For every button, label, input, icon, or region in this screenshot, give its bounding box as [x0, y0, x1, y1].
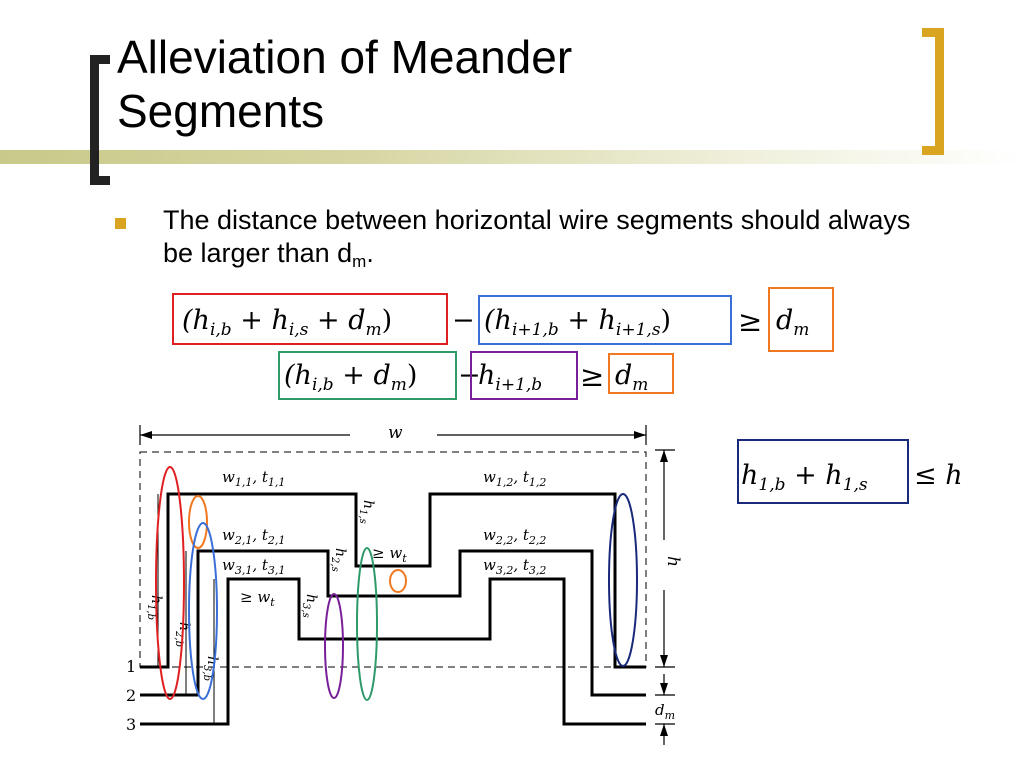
wire-2	[140, 549, 646, 697]
eq1-blue-sub-b: i+1,s	[616, 320, 661, 340]
eq1-blue-sub-a: i+1,b	[512, 320, 559, 340]
title-underline-bar	[0, 150, 1024, 164]
wire-number-3: 3	[126, 715, 136, 734]
wire-3	[140, 577, 646, 726]
slide-title: Alleviation of Meander Segments	[117, 30, 877, 138]
eq3-rhs: ≤ h	[914, 460, 963, 491]
eq3-sub-b: 1,s	[843, 475, 868, 495]
eq2-purple-box	[470, 351, 578, 400]
blue-ellipse-h2b	[188, 522, 218, 700]
h2s-label: h2,s	[329, 548, 348, 572]
eq1-red-sub-a: i,b	[210, 320, 232, 340]
geq-wt-label-upper: ≥ wt	[372, 544, 407, 565]
eq2-dm: dm	[615, 360, 648, 395]
dm-label: dm	[655, 701, 675, 722]
eq3-navy-box	[737, 439, 909, 504]
eq3-part-a: h	[741, 460, 758, 491]
eq1-blue-part-b: + h	[559, 305, 616, 336]
eq1-dm: dm	[776, 305, 809, 340]
eq1-blue-expr: (hi+1,b + hi+1,s)	[484, 305, 671, 340]
left-bracket-decoration	[90, 55, 110, 185]
bullet-main-text: The distance between horizontal wire seg…	[163, 205, 911, 268]
eq2-green-expr: (hi,b + dm)	[284, 360, 417, 395]
bullet-subscript: m	[352, 252, 367, 271]
eq3-part-b: + h	[786, 460, 843, 491]
h-arrow-bottom	[660, 655, 668, 667]
eq2-dm-d: d	[615, 360, 632, 391]
eq1-red-sub-c: m	[366, 320, 382, 340]
seg-label-1-1: w1,1, t1,1	[222, 468, 285, 489]
dm-arrow-down	[660, 683, 668, 695]
eq2-green-part-a: (h	[284, 360, 312, 391]
bullet-text: The distance between horizontal wire seg…	[163, 204, 923, 278]
orange-ellipse-small	[389, 569, 407, 593]
dm-label-d: d	[655, 701, 665, 719]
seg-label-1-2: w1,2, t1,2	[483, 468, 546, 489]
seg-label-3-1: w3,1, t3,1	[222, 556, 285, 577]
eq2-dm-sub: m	[632, 375, 648, 395]
eq1-red-expr: (hi,b + hi,s + dm)	[182, 305, 392, 340]
orange-ellipse-top	[188, 495, 208, 549]
seg-label-2-2: w2,2, t2,2	[483, 526, 546, 547]
eq1-red-close: )	[382, 305, 393, 336]
right-bracket-decoration	[922, 28, 944, 155]
h1s-label: h1,s	[357, 500, 376, 524]
h1b-label: h1,b	[145, 595, 164, 620]
eq1-red-box	[172, 293, 448, 345]
geq-wt-label-lower: ≥ wt	[240, 588, 275, 609]
eq1-dm-sub: m	[793, 320, 809, 340]
eq2-green-close: )	[407, 360, 418, 391]
eq1-red-part-a: (h	[182, 305, 210, 336]
eq3-expr: h1,b + h1,s	[741, 460, 868, 495]
h-label: h	[663, 556, 683, 567]
eq1-red-part-c: + d	[308, 305, 365, 336]
bounding-dashed-box	[139, 451, 647, 668]
eq1-minus: −	[452, 305, 475, 336]
eq3-sub-a: 1,b	[758, 475, 785, 495]
eq2-purple-expr: hi+1,b	[478, 360, 542, 395]
eq1-red-part-b: + h	[232, 305, 289, 336]
eq2-geq: ≥	[580, 359, 604, 393]
w-arrow-right	[634, 431, 646, 439]
bullet-square-icon	[115, 218, 126, 229]
w-arrow-left	[140, 431, 152, 439]
eq1-red-sub-b: i,s	[289, 320, 309, 340]
eq2-purple-sub: i+1,b	[495, 375, 542, 395]
eq2-green-sub-b: m	[391, 375, 407, 395]
dm-arrow-up	[660, 724, 668, 736]
dm-label-sub: m	[665, 709, 675, 722]
eq2-orange-box	[608, 353, 674, 394]
h3s-label: h3,s	[300, 594, 319, 618]
eq1-orange-box	[768, 287, 834, 352]
eq2-purple-h: h	[478, 360, 495, 391]
eq1-geq: ≥	[738, 304, 762, 338]
w-label: w	[388, 423, 403, 443]
green-ellipse	[356, 547, 378, 701]
seg-label-3-2: w3,2, t3,2	[483, 556, 546, 577]
red-ellipse-h1b	[155, 466, 185, 700]
purple-ellipse	[324, 593, 344, 699]
eq2-green-box	[278, 351, 457, 400]
eq2-green-sub-a: i,b	[312, 375, 334, 395]
title-line-1: Alleviation of Meander	[117, 31, 573, 83]
eq1-dm-d: d	[776, 305, 793, 336]
h-arrow-top	[660, 450, 668, 462]
eq2-green-part-b: + d	[334, 360, 391, 391]
eq1-blue-box	[478, 295, 732, 345]
eq1-blue-part-a: (h	[484, 305, 512, 336]
title-line-2: Segments	[117, 85, 325, 137]
wire-number-2: 2	[126, 686, 136, 705]
navy-ellipse-right	[608, 493, 638, 667]
eq2-minus: −	[458, 360, 481, 391]
seg-label-2-1: w2,1, t2,1	[222, 526, 285, 547]
wire-1	[140, 492, 646, 669]
bullet-period: .	[366, 238, 374, 268]
wire-number-1: 1	[126, 657, 136, 676]
h3b-label: h3,b	[201, 656, 220, 681]
eq1-blue-close: )	[661, 305, 672, 336]
